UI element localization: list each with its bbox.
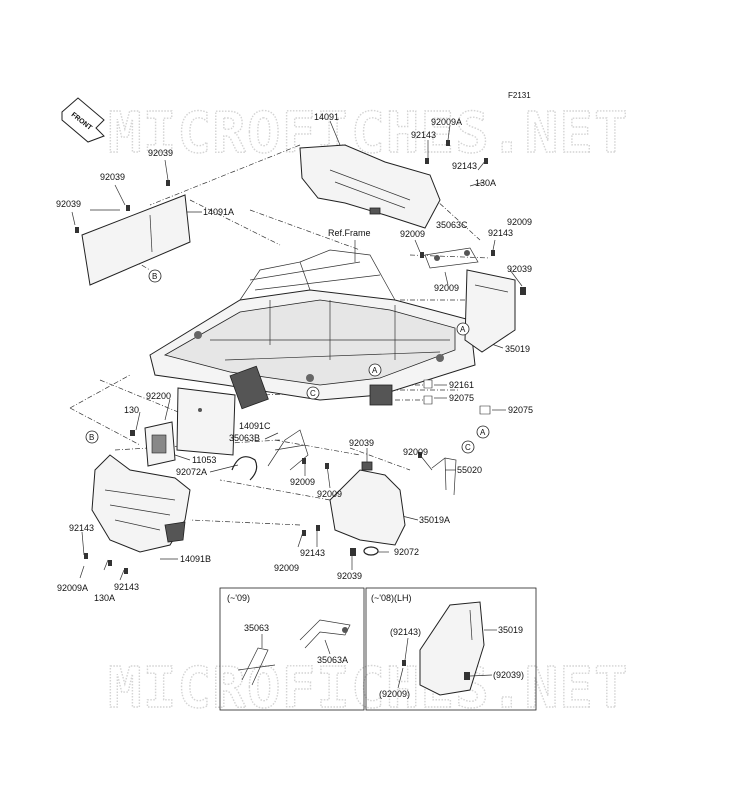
svg-text:C: C bbox=[465, 443, 471, 452]
part-label: 92009 bbox=[434, 283, 459, 293]
callout-a-3: A bbox=[476, 425, 490, 439]
front-arrow-icon: FRONT bbox=[61, 97, 105, 143]
part-label: 92009 bbox=[400, 229, 425, 239]
part-label: 92143 bbox=[114, 582, 139, 592]
clamp-92072 bbox=[363, 546, 379, 556]
callout-a-1: A bbox=[456, 322, 470, 336]
svg-text:B: B bbox=[89, 433, 94, 442]
part-label: 14091 bbox=[314, 112, 339, 122]
guard-14091 bbox=[299, 144, 441, 229]
part-label: (92039) bbox=[493, 670, 524, 680]
svg-text:A: A bbox=[372, 366, 378, 375]
svg-text:C: C bbox=[310, 389, 316, 398]
callout-c-1: C bbox=[306, 386, 320, 400]
part-label: 92200 bbox=[146, 391, 171, 401]
svg-text:A: A bbox=[460, 325, 466, 334]
part-label: 35019 bbox=[505, 344, 530, 354]
plate-14091C bbox=[176, 387, 236, 456]
part-label: 14091C bbox=[239, 421, 271, 431]
part-label: 92075 bbox=[508, 405, 533, 415]
bolts bbox=[75, 140, 526, 574]
callout-b-2: B bbox=[85, 430, 99, 444]
part-label: 92009A bbox=[57, 583, 88, 593]
part-label: 35063A bbox=[317, 655, 348, 665]
inset-right-title: (~'08)(LH) bbox=[371, 593, 411, 603]
part-label: 92143 bbox=[488, 228, 513, 238]
svg-text:A: A bbox=[480, 428, 486, 437]
mudguard-35019A bbox=[329, 461, 406, 546]
clamp-92072A bbox=[231, 456, 258, 481]
part-label: 92039 bbox=[507, 264, 532, 274]
part-label: 92009 bbox=[317, 489, 342, 499]
guard-14091B bbox=[91, 454, 191, 553]
part-label: 130A bbox=[94, 593, 115, 603]
part-label: 14091B bbox=[180, 554, 211, 564]
part-label: 92009 bbox=[403, 447, 428, 457]
part-label: (92143) bbox=[390, 627, 421, 637]
part-label: 92039 bbox=[337, 571, 362, 581]
part-label: 92039 bbox=[349, 438, 374, 448]
part-label: 92072A bbox=[176, 467, 207, 477]
part-label: 92039 bbox=[100, 172, 125, 182]
part-label: 92143 bbox=[69, 523, 94, 533]
watermark-bottom: MICROFICHES.NET bbox=[108, 656, 629, 721]
stay-55020 bbox=[431, 457, 457, 496]
part-label: 92009 bbox=[507, 217, 532, 227]
ref-frame-label: Ref.Frame bbox=[328, 228, 371, 238]
callout-a-2: A bbox=[368, 363, 382, 377]
svg-text:B: B bbox=[152, 272, 157, 281]
part-label: 92143 bbox=[411, 130, 436, 140]
figure-number: F2131 bbox=[508, 91, 531, 100]
part-label: 92075 bbox=[449, 393, 474, 403]
part-label: 92072 bbox=[394, 547, 419, 557]
callout-c-2: C bbox=[461, 440, 475, 454]
part-label: 55020 bbox=[457, 465, 482, 475]
part-label: 35019A bbox=[419, 515, 450, 525]
cover-11053 bbox=[144, 421, 176, 467]
part-label: 92009 bbox=[290, 477, 315, 487]
inset-left: (~'09) 35063 35063A bbox=[219, 587, 365, 711]
part-label: 130A bbox=[475, 178, 496, 188]
guard-35019 bbox=[464, 269, 516, 353]
part-label: 92009 bbox=[274, 563, 299, 573]
part-label: 35063B bbox=[229, 433, 260, 443]
callout-b-1: B bbox=[148, 269, 162, 283]
part-label: 92039 bbox=[56, 199, 81, 209]
part-label: 14091A bbox=[203, 207, 234, 217]
part-label: 35063C bbox=[436, 220, 468, 230]
vehicle-frame bbox=[149, 249, 476, 410]
part-label: 35063 bbox=[244, 623, 269, 633]
part-label: 92161 bbox=[449, 380, 474, 390]
part-label: 92009A bbox=[431, 117, 462, 127]
part-label: 92143 bbox=[452, 161, 477, 171]
part-label: 92039 bbox=[148, 148, 173, 158]
part-label: 92143 bbox=[300, 548, 325, 558]
part-label: 130 bbox=[124, 405, 139, 415]
inset-right: (~'08)(LH) (92143) 35019 (92039) (92009) bbox=[365, 587, 537, 711]
bracket-35063C bbox=[424, 247, 479, 269]
part-labels: 14091 92009A 92143 92039 130A 92143 9203… bbox=[56, 112, 533, 603]
part-label: 11053 bbox=[192, 455, 216, 465]
inset-left-title: (~'09) bbox=[227, 593, 250, 603]
leader-lines bbox=[69, 120, 523, 581]
panel-14091A bbox=[81, 194, 191, 286]
part-label: 35019 bbox=[498, 625, 523, 635]
part-label: (92009) bbox=[379, 689, 410, 699]
